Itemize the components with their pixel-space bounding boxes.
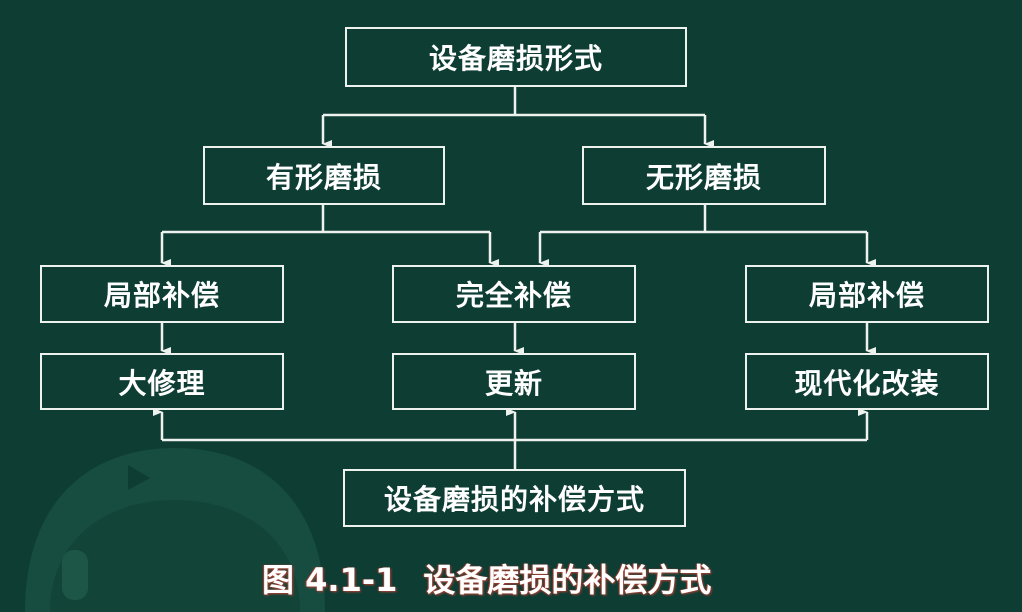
node-tangible-wear: 有形磨损 <box>203 146 445 205</box>
figure-title: 设备磨损的补偿方式 <box>423 561 712 599</box>
node-full-comp: 完全补偿 <box>392 265 636 323</box>
figure-number: 图 4.1-1 <box>262 561 398 599</box>
node-compensation-methods: 设备磨损的补偿方式 <box>343 469 686 527</box>
mascot-decoration <box>25 448 325 612</box>
node-modernization: 现代化改装 <box>745 353 989 410</box>
node-renewal: 更新 <box>392 353 636 410</box>
node-partial-comp-right: 局部补偿 <box>745 265 989 323</box>
node-intangible-wear: 无形磨损 <box>582 146 826 205</box>
node-partial-comp-left: 局部补偿 <box>40 265 284 323</box>
node-root: 设备磨损形式 <box>345 27 687 87</box>
connector-lines <box>153 87 876 469</box>
figure-caption: 图 4.1-1 设备磨损的补偿方式 <box>262 558 711 602</box>
node-overhaul: 大修理 <box>40 353 284 410</box>
